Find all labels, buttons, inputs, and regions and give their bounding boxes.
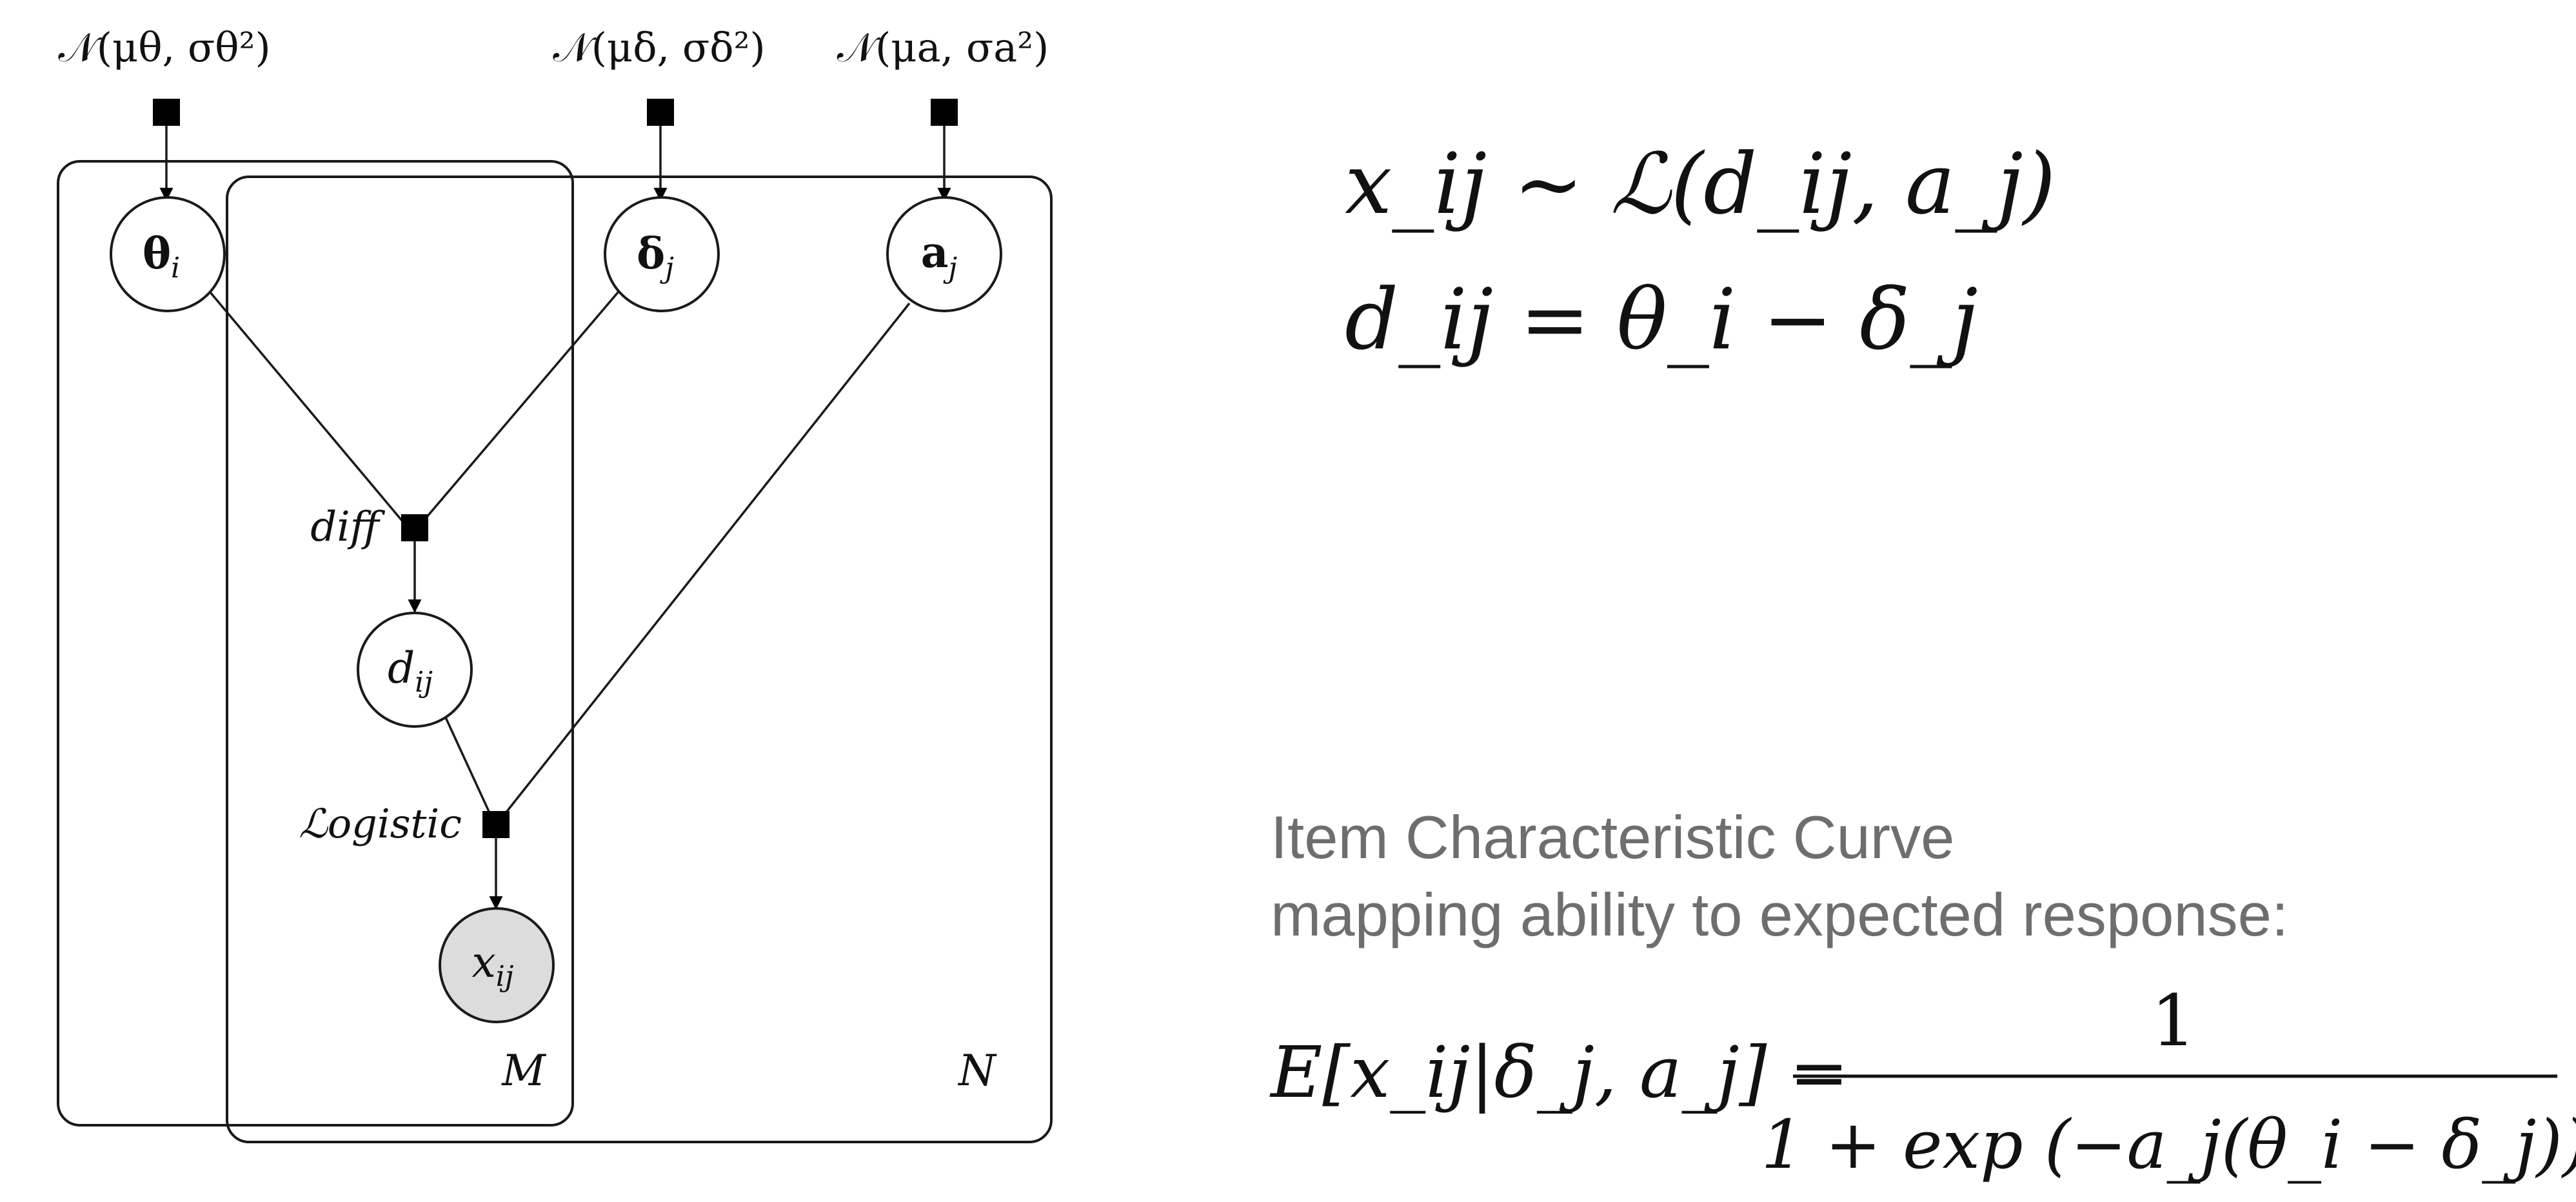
svg-text:aj: aj <box>921 227 957 285</box>
node-theta: θi <box>110 196 226 312</box>
edge-d-logistic <box>444 716 491 815</box>
icc-lhs: E[x_ij|δ_j, a_j] = <box>1269 1031 1849 1114</box>
edge-theta-diff <box>202 283 408 527</box>
prior-delta-label: 𝒩(μδ, σδ²) <box>553 24 765 71</box>
plate-m <box>57 160 574 1127</box>
diff-factor-label: diff <box>310 503 385 551</box>
plate-n <box>226 175 1053 1143</box>
node-x-subscript: ij <box>496 960 514 993</box>
node-d: dij <box>357 612 473 728</box>
edge-delta-diff <box>418 286 624 527</box>
icc-numerator: 1 <box>2151 979 2196 1062</box>
svg-text:θi: θi <box>143 228 180 285</box>
node-d-subscript: ij <box>415 666 433 699</box>
node-a-symbol: a <box>921 227 949 277</box>
node-d-symbol: d <box>388 643 415 693</box>
node-theta-subscript: i <box>171 252 180 285</box>
node-delta-symbol: δ <box>637 228 665 279</box>
node-theta-symbol: θ <box>143 228 171 279</box>
edge-a-logistic <box>502 302 911 817</box>
prior-theta-label: 𝒩(μθ, σθ²) <box>58 24 270 71</box>
svg-text:δj: δj <box>637 228 674 285</box>
logistic-factor <box>482 811 510 838</box>
icc-caption-line1: Item Characteristic Curve <box>1271 803 1954 871</box>
icc-denominator: 1 + exp (−a_j(θ_i − δ_j)) <box>1761 1105 2576 1184</box>
node-x-observed: xij <box>439 907 555 1023</box>
logistic-factor-label: ℒogistic <box>299 800 462 847</box>
diff-factor <box>401 514 428 541</box>
prior-a-factor <box>931 99 958 126</box>
node-x-symbol: x <box>472 937 496 987</box>
equation-difference: d_ij = θ_i − δ_j <box>1345 270 1978 368</box>
prior-a-label: 𝒩(μa, σa²) <box>837 24 1049 71</box>
prior-theta-factor <box>153 99 180 126</box>
prior-delta-factor <box>647 99 674 126</box>
svg-text:dij: dij <box>388 643 433 699</box>
plate-m-label: M <box>501 1046 546 1096</box>
equation-likelihood: x_ij ~ ℒ(d_ij, a_j) <box>1345 135 2056 233</box>
icc-caption-line2: mapping ability to expected response: <box>1271 881 2288 948</box>
node-delta: δj <box>604 196 720 312</box>
node-a: aj <box>886 196 1002 312</box>
plate-n-label: N <box>957 1046 997 1096</box>
svg-text:xij: xij <box>472 937 514 993</box>
